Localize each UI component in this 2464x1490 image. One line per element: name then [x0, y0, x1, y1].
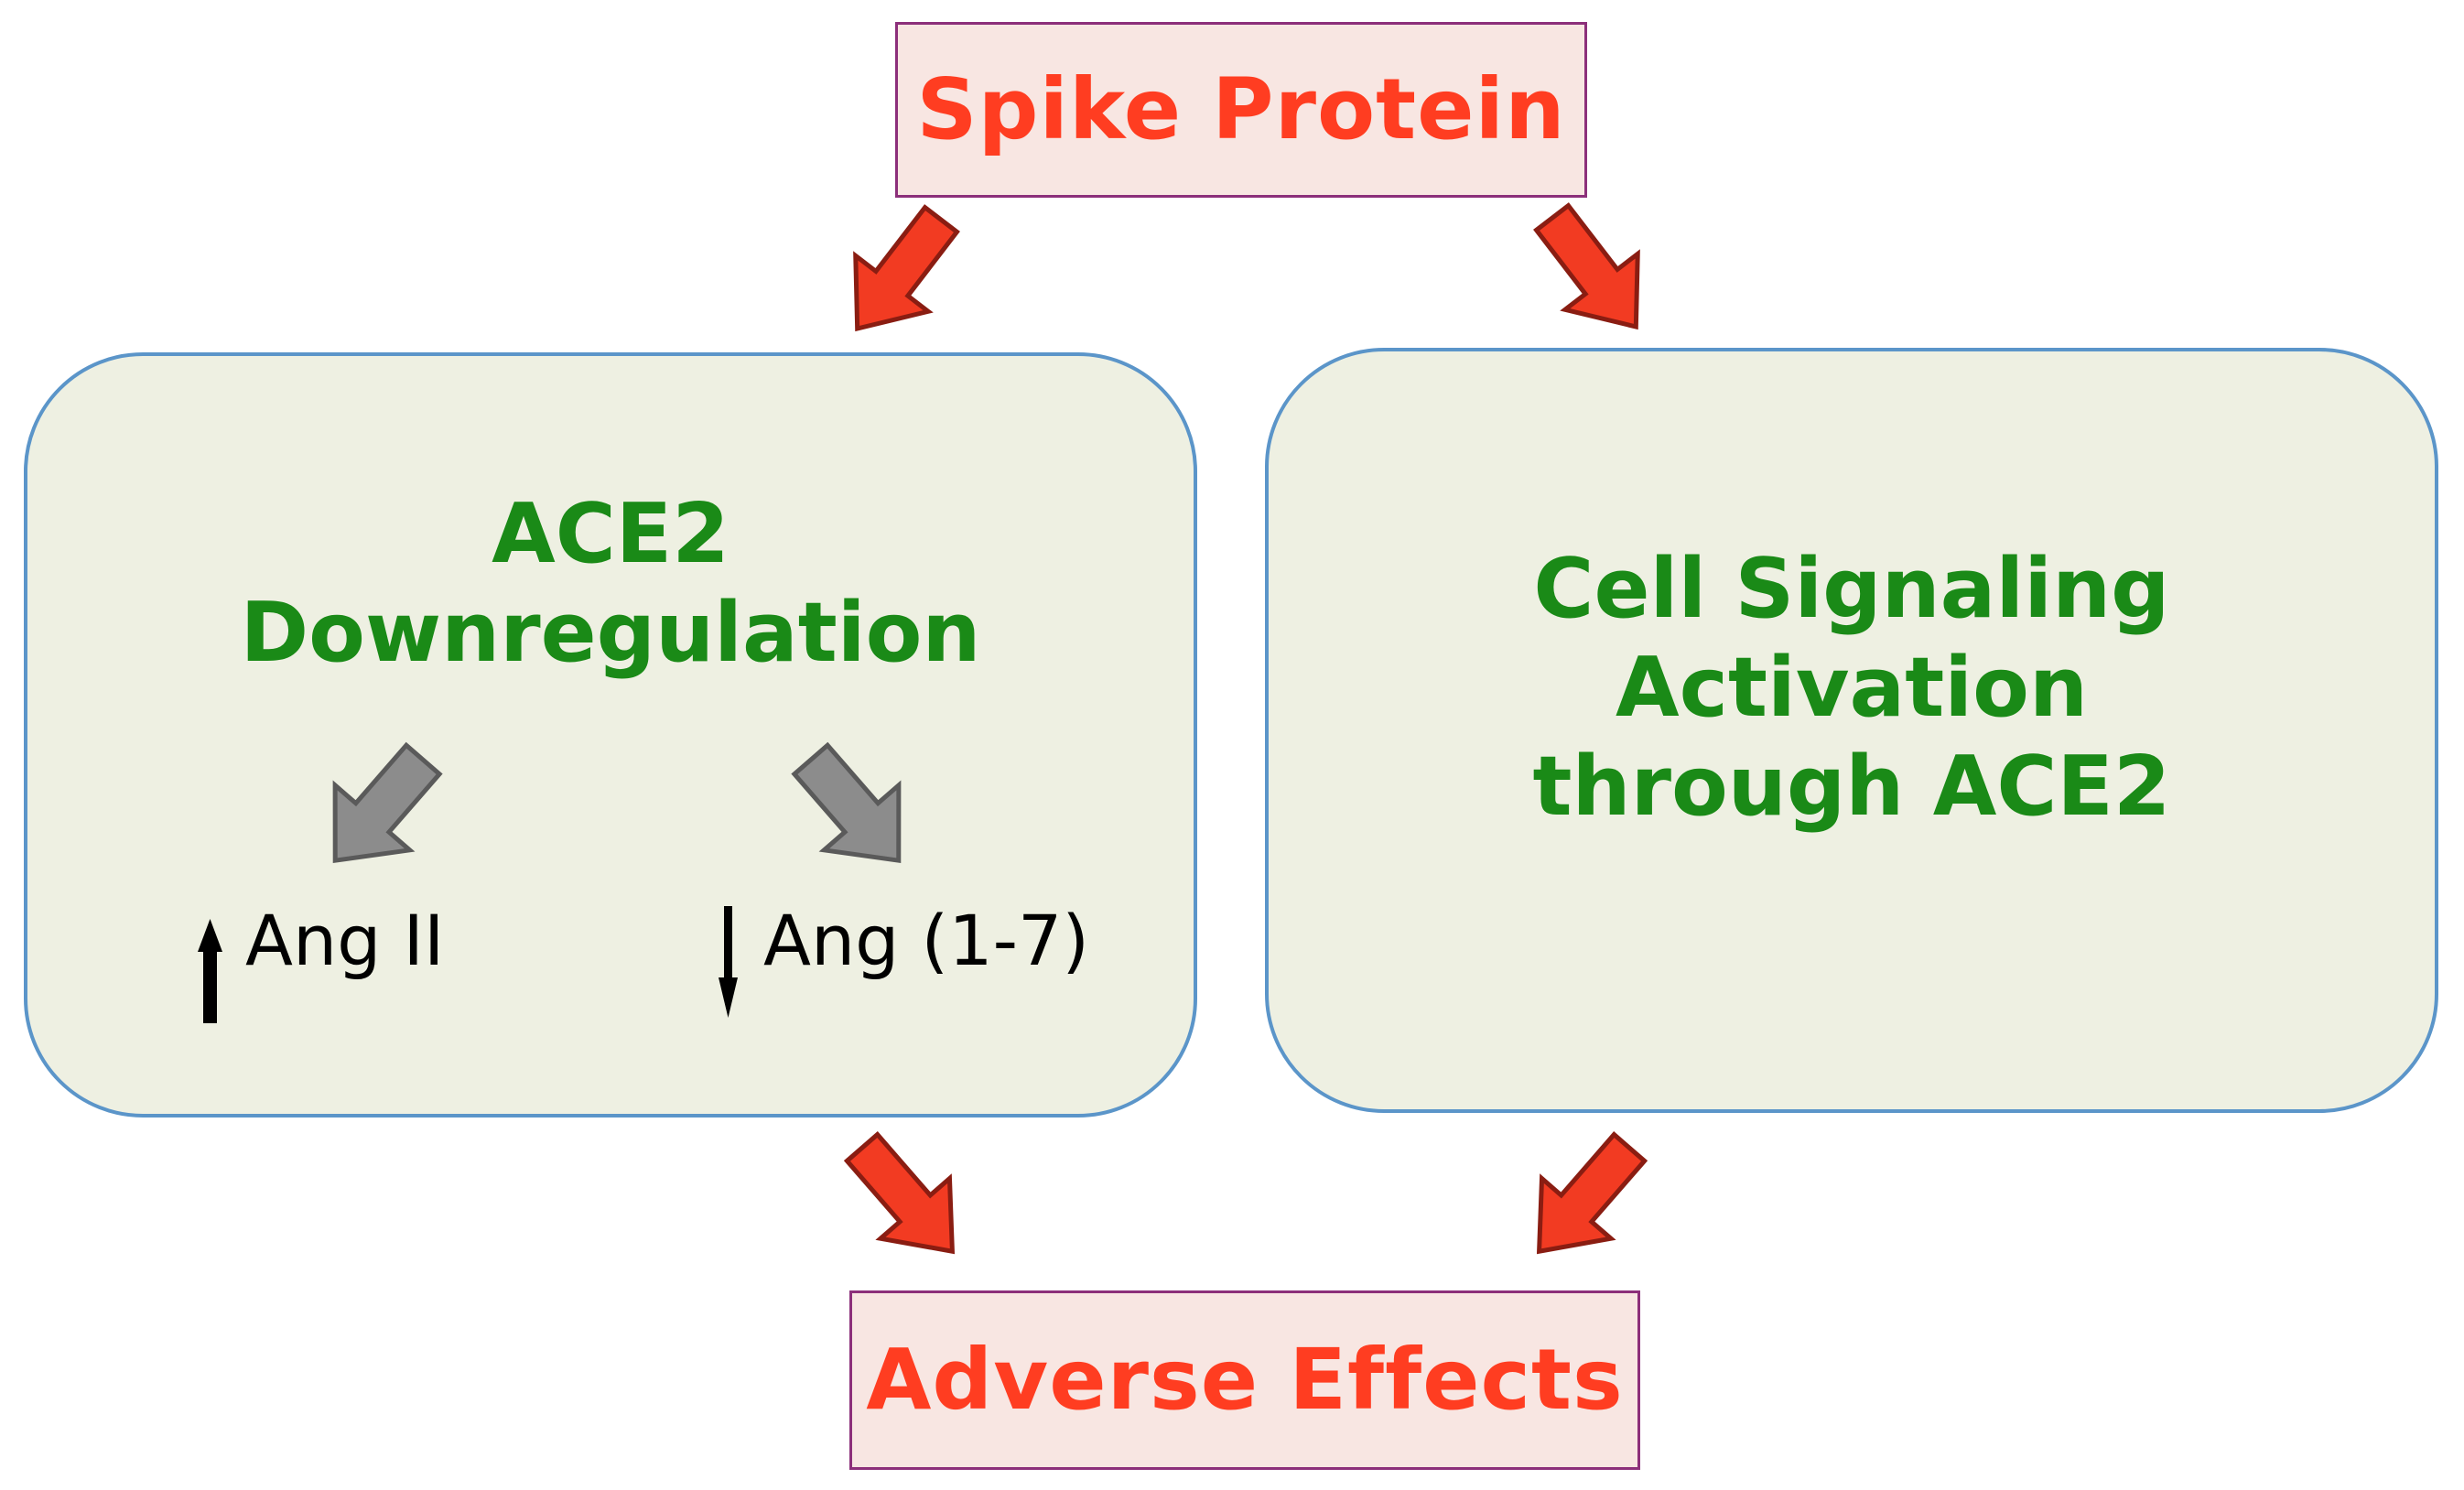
red-block-arrow-icon [1536, 1131, 1648, 1255]
ace2-downregulation-title: ACE2 Downregulation [24, 485, 1197, 683]
up-arrow-icon [198, 919, 222, 1023]
cell-signaling-panel [1265, 348, 2438, 1113]
cell-signaling-line-2: Activation [1615, 640, 2089, 736]
cell-signaling-line-1: Cell Signaling [1533, 541, 2170, 637]
adverse-effects-label: Adverse Effects [866, 1331, 1624, 1429]
red-block-arrow-icon [853, 204, 960, 332]
down-arrow-icon [719, 906, 738, 1018]
red-block-arrow-icon [1533, 202, 1640, 330]
gray-block-arrow-icon [332, 741, 443, 864]
gray-block-arrow-icon [791, 741, 902, 864]
ang-ii-label: Ang II [245, 900, 445, 981]
adverse-effects-box: Adverse Effects [849, 1290, 1640, 1470]
red-block-arrow-icon [843, 1131, 956, 1255]
ang-1-7-label: Ang (1-7) [763, 900, 1089, 981]
ace2-downregulation-line-2: Downregulation [240, 585, 981, 681]
cell-signaling-line-3: through ACE2 [1532, 739, 2171, 835]
spike-protein-box: Spike Protein [895, 22, 1587, 198]
ace2-downregulation-line-1: ACE2 [492, 486, 729, 582]
cell-signaling-title: Cell Signaling Activation through ACE2 [1265, 540, 2438, 837]
ace2-downregulation-panel [24, 352, 1197, 1118]
spike-protein-label: Spike Protein [916, 60, 1566, 158]
